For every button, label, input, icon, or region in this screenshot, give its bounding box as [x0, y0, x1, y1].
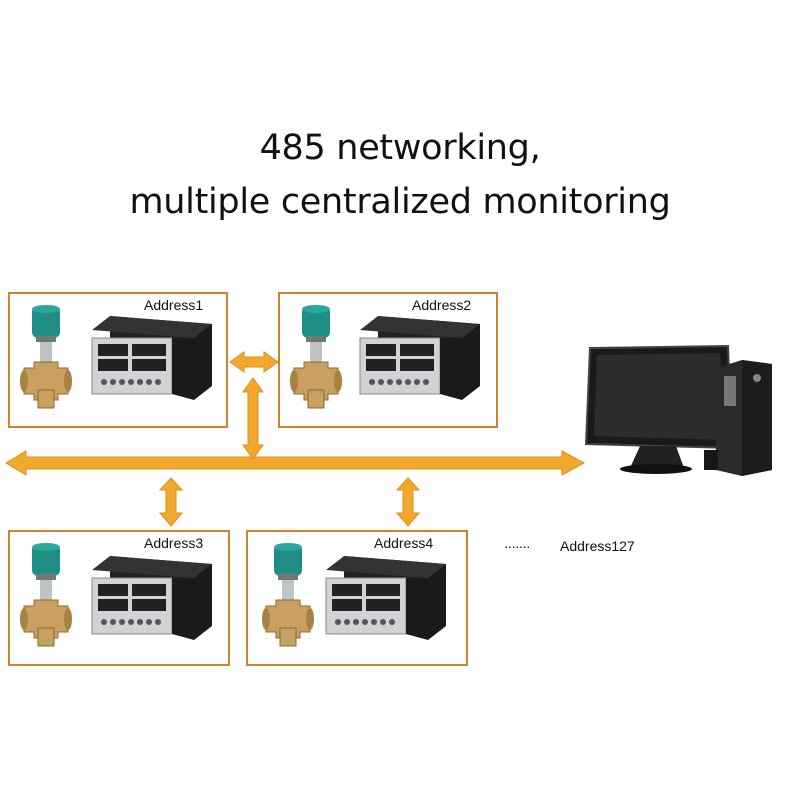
device-node-address1: Address1 — [8, 292, 228, 428]
device-node-address2: Address2 — [278, 292, 498, 428]
controller-icon — [359, 315, 481, 401]
address1-address2-arrow — [229, 351, 279, 373]
electric-valve-icon — [19, 304, 73, 409]
bus-to-address3-arrow — [158, 477, 184, 527]
electric-valve-icon — [289, 304, 343, 409]
controller-icon — [91, 555, 213, 641]
electric-valve-icon — [261, 542, 315, 647]
node-label: Address4 — [374, 535, 434, 551]
electric-valve-icon — [19, 542, 73, 647]
controller-icon — [91, 315, 213, 401]
node-label: Address3 — [144, 535, 204, 551]
node-label: Address1 — [144, 297, 204, 313]
computer-icon — [584, 344, 772, 476]
title-line-2: multiple centralized monitoring — [129, 182, 671, 222]
main-bus-arrow — [5, 450, 586, 476]
continuation-dots: ······· — [504, 538, 531, 554]
device-node-address4: Address4 — [246, 530, 468, 666]
controller-icon — [325, 555, 447, 641]
node-label: Address2 — [412, 297, 472, 313]
continuation-label: Address127 — [560, 538, 635, 554]
bus-to-top-arrow — [242, 377, 264, 460]
bus-to-address4-arrow — [395, 477, 421, 527]
device-node-address3: Address3 — [8, 530, 230, 666]
title-line-1: 485 networking, — [259, 128, 541, 168]
